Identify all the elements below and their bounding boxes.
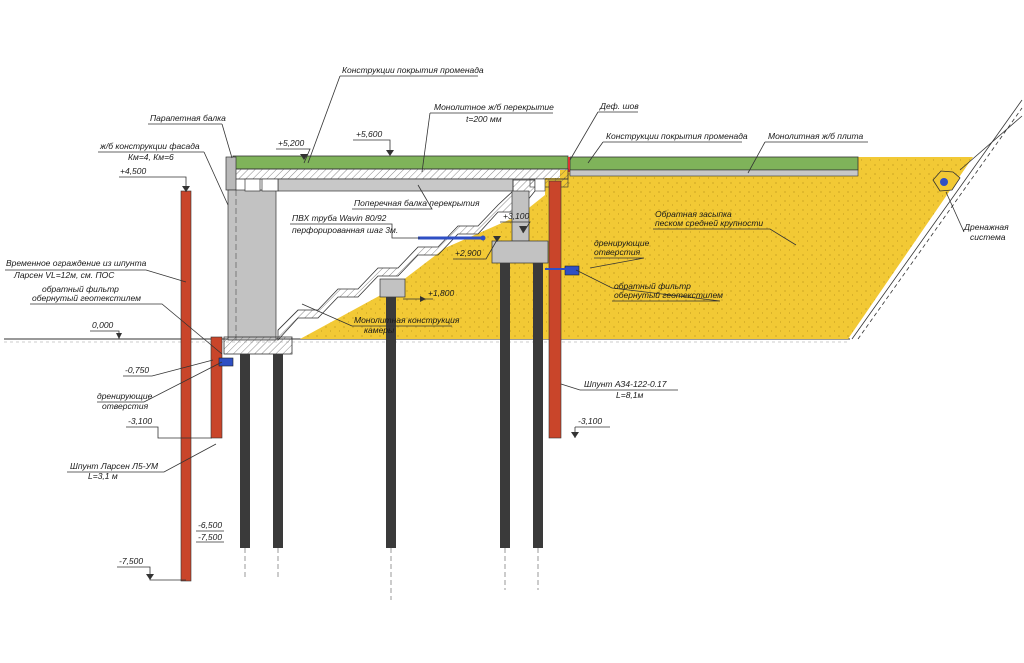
label-filter-right: обратный фильтр — [614, 281, 691, 291]
label-drainage-system-2: система — [970, 232, 1006, 242]
elev-2900: +2,900 — [455, 248, 482, 258]
elev-3100: +3,100 — [503, 211, 530, 221]
label-mono-chamber: Монолитная конструкция — [354, 315, 460, 325]
label-filter-left: обратный фильтр — [42, 284, 119, 294]
label-sheet-left: Шпунт Ларсен Л5-УМ — [70, 461, 159, 471]
pvc-pipe — [418, 235, 486, 241]
promenade-slab — [232, 155, 859, 172]
label-filter-right-2: обернутый геотекстилем — [614, 290, 723, 300]
label-drain-holes-right-2: отверстия — [594, 247, 641, 257]
label-temp-fence-2: Ларсен VL=12м, см. ПОС — [13, 270, 115, 280]
text-labels: Конструкции покрытия променада Монолитно… — [6, 65, 1009, 481]
label-sheet-right-2: L=8,1м — [616, 390, 644, 400]
label-promenade-top: Конструкции покрытия променада — [342, 65, 484, 75]
staircase — [277, 178, 546, 342]
label-cross-beam: Поперечная балка перекрытия — [354, 198, 480, 208]
elev-m7500-b: -7,500 — [119, 556, 143, 566]
elev-m7500-a: -7,500 — [198, 532, 222, 542]
label-facade: ж/б конструкции фасада — [99, 141, 200, 151]
sand-backfill — [300, 157, 973, 339]
drainage-system — [932, 170, 961, 192]
elev-m3100-left: -3,100 — [128, 416, 152, 426]
label-temp-fence: Временное ограждение из шпунта — [6, 258, 147, 268]
label-def-joint: Деф. шов — [599, 101, 639, 111]
label-pvc-perforated: перфорированная шаг 3м. — [292, 225, 398, 235]
label-drain-holes-left-2: отверстия — [102, 401, 149, 411]
label-sheet-left-2: L=3,1 м — [88, 471, 118, 481]
label-sheet-right: Шпунт АЗ4-122-0.17 — [584, 379, 667, 389]
label-parapet-beam: Парапетная балка — [150, 113, 226, 123]
elev-m0750: -0,750 — [125, 365, 149, 375]
slope-lines — [851, 99, 1023, 340]
elev-m6500: -6,500 — [198, 520, 222, 530]
label-pvc-pipe: ПВХ труба Wavin 80/92 — [292, 213, 387, 223]
label-backfill-sand: песком средней крупности — [655, 218, 763, 228]
drain-holes — [218, 265, 580, 367]
elev-m3100-right: -3,100 — [578, 416, 602, 426]
cross-beam — [277, 178, 514, 192]
label-drainage-system: Дренажная — [963, 222, 1009, 232]
piles — [240, 263, 543, 600]
label-mono-slab: Монолитное ж/б перекрытие — [434, 102, 554, 112]
label-facade-codes: Км=4, Км=6 — [128, 152, 174, 162]
label-promenade-right: Конструкции покрытия променада — [606, 131, 748, 141]
elevation-marks — [116, 150, 579, 580]
ground-line — [4, 338, 850, 343]
label-drain-holes-right: дренирующие — [594, 238, 650, 248]
elev-1800: +1,800 — [428, 288, 455, 298]
elev-5200: +5,200 — [278, 138, 305, 148]
elevation-labels: +4,500 +5,600 +5,200 +3,100 +2,900 +1,80… — [92, 129, 602, 566]
elev-4500: +4,500 — [120, 166, 147, 176]
elev-0000: 0,000 — [92, 320, 114, 330]
label-drain-holes-left: дренирующие — [97, 391, 153, 401]
label-mono-chamber-2: камеры — [364, 325, 395, 335]
label-mono-plate: Монолитная ж/б плита — [768, 131, 863, 141]
leader-lines — [5, 75, 965, 581]
elev-5600: +5,600 — [356, 129, 383, 139]
label-mono-slab-thickness: t=200 мм — [466, 114, 502, 124]
label-backfill: Обратная засыпка — [655, 209, 732, 219]
label-filter-left-2: обернутый геотекстилем — [32, 293, 141, 303]
left-wall — [225, 156, 279, 341]
left-foundation — [223, 336, 293, 355]
